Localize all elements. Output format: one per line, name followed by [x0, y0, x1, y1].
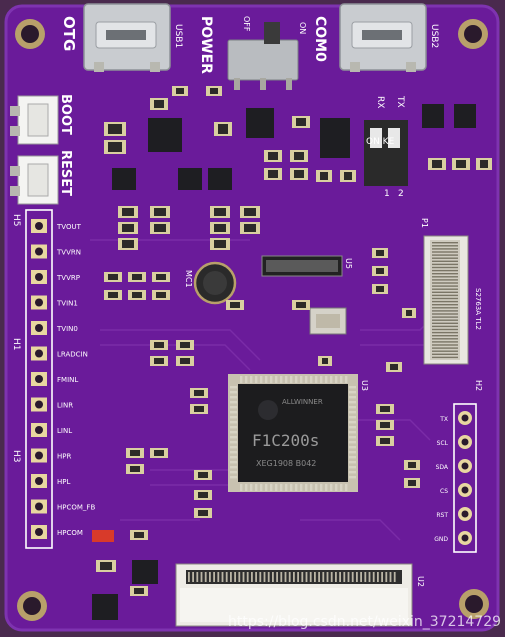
right-pin-labels: TX SCL SDA CS RST GND [434, 416, 449, 543]
mounting-holes [15, 19, 489, 621]
power-switch [227, 22, 299, 90]
ic [92, 594, 118, 620]
pin-label: HPCOM_FB [57, 504, 95, 512]
ic [422, 104, 444, 128]
right-pin-header [453, 403, 477, 553]
pin-label: LRADCIN [57, 351, 88, 359]
ic [208, 168, 232, 190]
boot-button [10, 95, 59, 145]
h3-label: H3 [11, 450, 21, 463]
h1-label: H1 [11, 338, 21, 351]
on-ke-label: ON KE [366, 137, 395, 147]
pin-label: TVOUT [56, 223, 82, 231]
chip-batch-text: XEG1908 B042 [256, 459, 316, 468]
u3-label: U3 [360, 380, 369, 391]
pin-label: LINL [57, 427, 72, 435]
pin-label: TX [439, 416, 448, 423]
off-label: OFF [242, 16, 251, 32]
chip-brand-text: ALLWINNER [282, 398, 323, 406]
pin-label: RST [436, 512, 448, 519]
lcd-model-label: S2763A TL2 [474, 288, 482, 330]
ic [132, 560, 158, 584]
mc1-label: MC1 [184, 270, 193, 288]
integrated-circuits [92, 104, 476, 620]
h2-label: H2 [474, 380, 483, 391]
ic [112, 168, 136, 190]
on-label: ON [298, 22, 307, 34]
u5-label: U5 [344, 258, 353, 269]
microphone-mc1 [193, 261, 237, 305]
h5-label: H5 [11, 214, 21, 227]
ic [320, 118, 350, 158]
u2-label: U2 [416, 576, 425, 587]
left-pin-holes [31, 219, 47, 539]
pin-label: FMINL [57, 376, 78, 384]
ic [178, 168, 202, 190]
dip1-label: 1 [384, 189, 390, 199]
f1c200s-chip [228, 374, 358, 492]
pin-label: TVVRN [56, 249, 81, 257]
dip2-label: 2 [398, 189, 404, 199]
left-pin-header [25, 209, 53, 549]
watermark: https://blog.csdn.net/weixin_37214729 [228, 614, 501, 630]
pin-label: CS [440, 488, 448, 495]
dip-switch [364, 120, 408, 186]
u5-connector [261, 255, 343, 277]
usb1-connector [83, 3, 171, 72]
power-label: POWER [198, 16, 214, 74]
otg-label: OTG [60, 16, 78, 51]
boot-label: BOOT [58, 94, 73, 135]
pin-label: TVIN1 [56, 300, 78, 308]
ic [454, 104, 476, 128]
pin-label: TVIN0 [56, 325, 78, 333]
red-led [92, 530, 114, 542]
ic [148, 118, 182, 152]
rx-label: RX [375, 96, 385, 108]
ic [246, 108, 274, 138]
p1-fpc-connector [423, 235, 469, 365]
usb2-label: USB2 [429, 24, 439, 48]
p1-label: P1 [420, 218, 429, 228]
pin-label: SCL [437, 440, 449, 447]
reset-label: RESET [58, 150, 73, 196]
chip-model-text: F1C200s [252, 431, 319, 450]
pin-label: GND [434, 536, 448, 543]
pin-label: SDA [436, 464, 449, 471]
pin-label: HPL [57, 478, 70, 486]
com0-label: COM0 [312, 16, 328, 62]
pin-label: LINR [57, 402, 73, 410]
tx-label: TX [395, 95, 405, 108]
passive-components [96, 86, 492, 596]
pin-label: HPR [57, 453, 71, 461]
usb2-connector [339, 3, 427, 72]
pin-label: HPCOM [57, 529, 83, 537]
usb1-label: USB1 [173, 24, 183, 48]
reset-button [10, 155, 59, 205]
pin-label: TVVRP [56, 274, 80, 282]
